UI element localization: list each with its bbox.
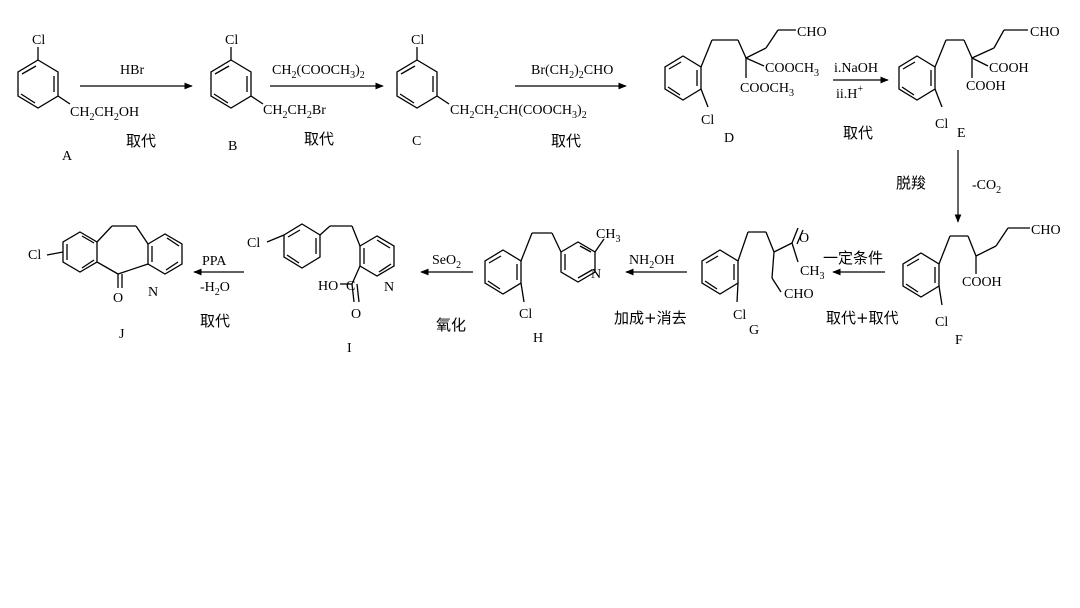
compound-g: Cl O CH3 CHO G: [701, 227, 824, 338]
chlorine-label: Cl: [32, 33, 45, 48]
methyl-label: CH3: [596, 227, 620, 245]
reagent-label: CH2(COOCH3)2: [272, 63, 365, 81]
compound-letter: B: [228, 139, 237, 154]
reaction-type-label: 取代: [551, 132, 581, 150]
step-e-f: 脱羧 -CO2: [896, 150, 1001, 223]
aldehyde-label: CHO: [784, 287, 814, 302]
step-g-h: NH2OH 加成+消去: [614, 253, 687, 327]
chlorine-label: Cl: [247, 236, 260, 251]
reagent-label: -CO2: [972, 178, 1001, 196]
reaction-type-label: 取代: [304, 130, 334, 148]
compound-letter: H: [533, 331, 543, 346]
compound-letter: J: [119, 327, 125, 342]
reagent-label: i.NaOH: [834, 61, 878, 76]
step-d-e: i.NaOH ii.H+ 取代: [833, 61, 889, 142]
chlorine-label: Cl: [519, 307, 532, 322]
acid-label: COOH: [989, 61, 1029, 76]
substituent-label: CH2CH2CH(COOCH3)2: [450, 103, 587, 121]
compound-i: Cl N HO C O I: [247, 223, 395, 356]
chlorine-label: Cl: [733, 308, 746, 323]
compound-letter: E: [957, 126, 966, 141]
nitrogen-label: N: [148, 285, 158, 300]
chlorine-label: Cl: [935, 117, 948, 132]
reagent-label: ii.H+: [836, 84, 863, 102]
compound-e: Cl CHO COOH COOH E: [898, 25, 1060, 141]
aldehyde-label: CHO: [797, 25, 827, 40]
compound-f: Cl CHO COOH F: [902, 223, 1061, 348]
step-c-d: Br(CH2)2CHO 取代: [515, 63, 627, 150]
methyl-label: CH3: [800, 264, 824, 282]
chlorine-label: Cl: [935, 315, 948, 330]
compound-c: Cl CH2CH2CH(COOCH3)2 C: [396, 33, 587, 149]
step-i-j: PPA -H2O 取代: [193, 254, 244, 330]
compound-b: Cl CH2CH2Br B: [210, 33, 326, 154]
compound-letter: A: [62, 149, 73, 164]
reaction-type-label: 氧化: [436, 316, 466, 334]
reaction-type-label: 脱羧: [896, 174, 926, 192]
aldehyde-label: CHO: [1030, 25, 1060, 40]
chlorine-label: Cl: [28, 248, 41, 263]
compound-letter: G: [749, 323, 759, 338]
chlorine-label: Cl: [411, 33, 424, 48]
chlorine-label: Cl: [701, 113, 714, 128]
acid-label: COOH: [966, 79, 1006, 94]
reaction-type-label: 取代: [200, 312, 230, 330]
ester-label: COOCH3: [740, 81, 794, 99]
reagent-label: Br(CH2)2CHO: [531, 63, 613, 81]
reagent-label: HBr: [120, 63, 144, 78]
substituent-label: CH2CH2Br: [263, 103, 326, 121]
compound-j: Cl O N J: [28, 225, 183, 342]
nitrogen-label: N: [591, 267, 601, 282]
oxygen-label: O: [113, 291, 123, 306]
reaction-type-label: 取代: [126, 132, 156, 150]
carbon-label: C: [346, 279, 355, 294]
compound-letter: I: [347, 341, 352, 356]
compound-letter: C: [412, 134, 421, 149]
compound-d: Cl CHO COOCH3 COOCH3 D: [664, 25, 827, 146]
hydroxyl-label: HO: [318, 279, 338, 294]
step-f-g: 一定条件 取代+取代: [823, 249, 899, 327]
oxygen-label: O: [799, 231, 809, 246]
acid-label: COOH: [962, 275, 1002, 290]
compound-a: Cl CH2CH2OH A: [17, 33, 139, 164]
compound-letter: F: [955, 333, 963, 348]
oxygen-label: O: [351, 307, 361, 322]
step-a-b: HBr 取代: [80, 63, 193, 150]
reaction-type-label: 加成+消去: [614, 309, 687, 327]
chlorine-label: Cl: [225, 33, 238, 48]
nitrogen-label: N: [384, 280, 394, 295]
reaction-type-label: 取代+取代: [826, 309, 899, 327]
step-b-c: CH2(COOCH3)2 取代: [270, 63, 384, 148]
reagent-label: PPA: [202, 254, 227, 269]
reagent-label: 一定条件: [823, 249, 883, 267]
reagent-label: -H2O: [200, 280, 230, 298]
reagent-label: NH2OH: [629, 253, 674, 271]
step-h-i: SeO2 氧化: [420, 253, 473, 334]
reagent-label: SeO2: [432, 253, 461, 271]
substituent-label: CH2CH2OH: [70, 105, 139, 123]
compound-h: Cl N CH3 H: [484, 227, 620, 346]
compound-letter: D: [724, 131, 734, 146]
ester-label: COOCH3: [765, 61, 819, 79]
reaction-type-label: 取代: [843, 124, 873, 142]
aldehyde-label: CHO: [1031, 223, 1061, 238]
